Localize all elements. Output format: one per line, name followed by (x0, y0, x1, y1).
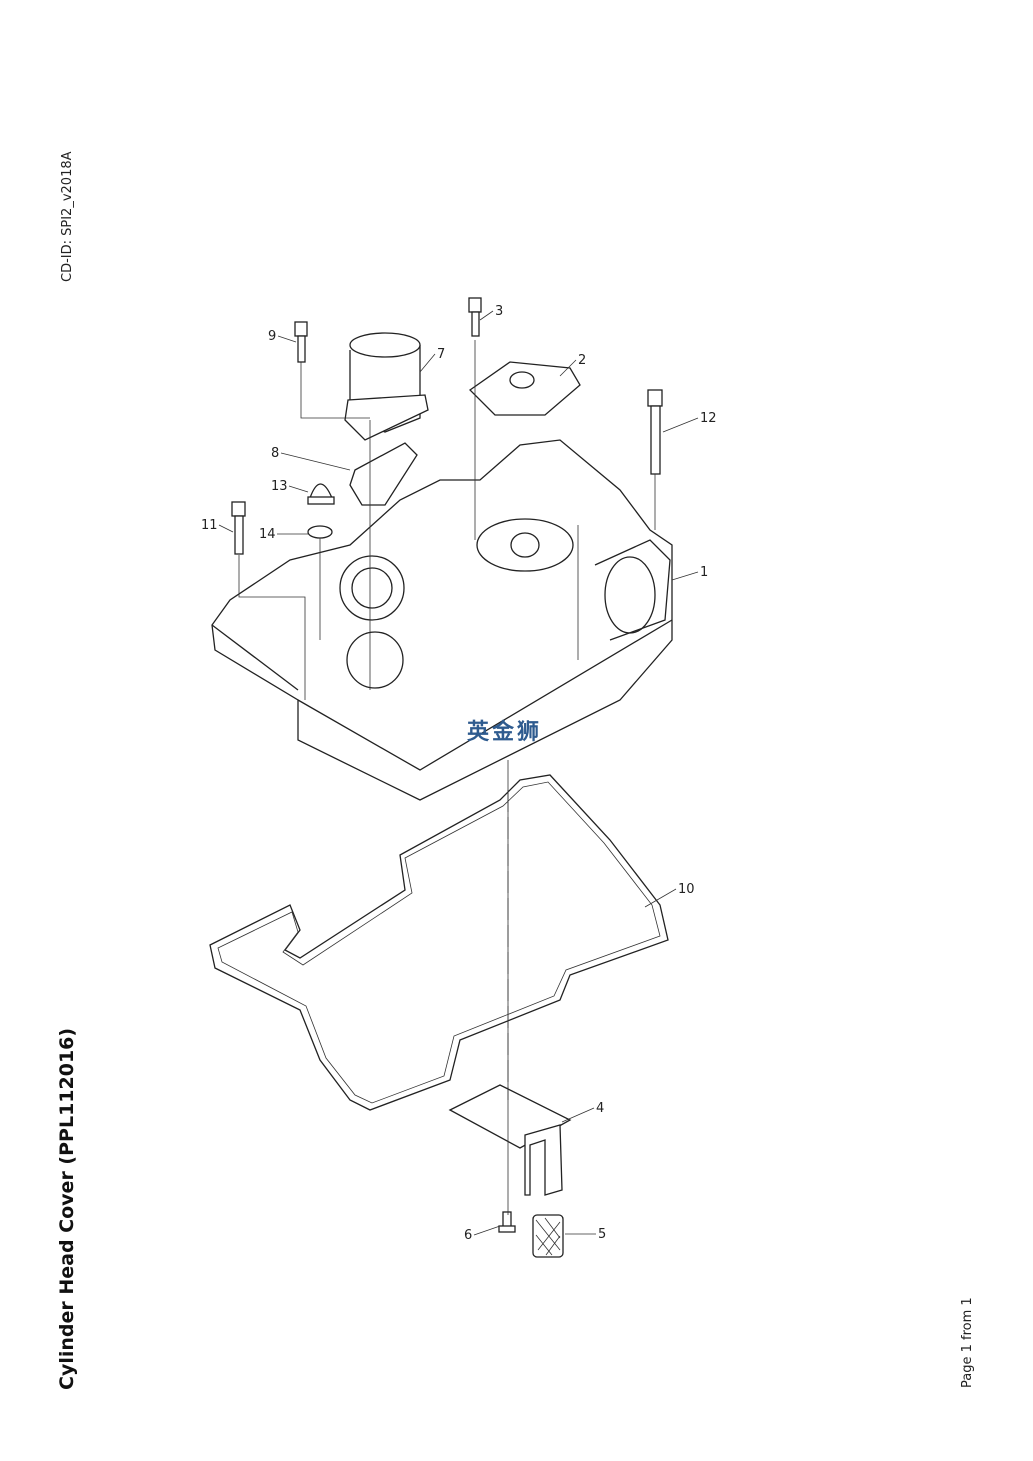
callout-5: 5 (598, 1227, 606, 1242)
callout-leader-8 (280, 452, 351, 471)
callout-leader-9 (277, 335, 297, 343)
callout-2: 2 (578, 353, 586, 368)
cylinder-head-cover (211, 439, 673, 801)
bolts (231, 297, 663, 555)
neck-gasket (349, 442, 418, 506)
callout-11: 11 (201, 518, 218, 533)
callout-leader-10 (644, 888, 677, 908)
callout-leader-12 (662, 417, 699, 433)
callout-1: 1 (700, 565, 708, 580)
callout-leader-4 (561, 1107, 595, 1123)
callout-3: 3 (495, 304, 503, 319)
gasket (209, 774, 669, 1111)
callout-12: 12 (700, 411, 717, 426)
callout-leader-1 (671, 571, 699, 581)
mounting-plate (448, 1084, 572, 1196)
callout-4: 4 (596, 1101, 604, 1116)
callout-7: 7 (437, 347, 445, 362)
strainer (532, 1214, 564, 1258)
callout-leader-3 (479, 310, 494, 321)
callout-leader-11 (218, 524, 234, 533)
watermark: 英金狮 (467, 720, 543, 745)
filler-neck (344, 332, 429, 441)
callout-leader-7 (419, 353, 436, 373)
assembly-lines (238, 340, 656, 1215)
callout-14: 14 (259, 527, 276, 542)
callout-8: 8 (271, 446, 279, 461)
callout-leader-2 (559, 359, 577, 377)
breather-cover (468, 361, 581, 416)
callout-leader-6 (473, 1225, 501, 1236)
callout-10: 10 (678, 882, 695, 897)
callout-6: 6 (464, 1228, 472, 1243)
screw-6 (498, 1211, 516, 1233)
callout-13: 13 (271, 479, 288, 494)
callout-9: 9 (268, 329, 276, 344)
callout-leader-13 (288, 485, 309, 493)
